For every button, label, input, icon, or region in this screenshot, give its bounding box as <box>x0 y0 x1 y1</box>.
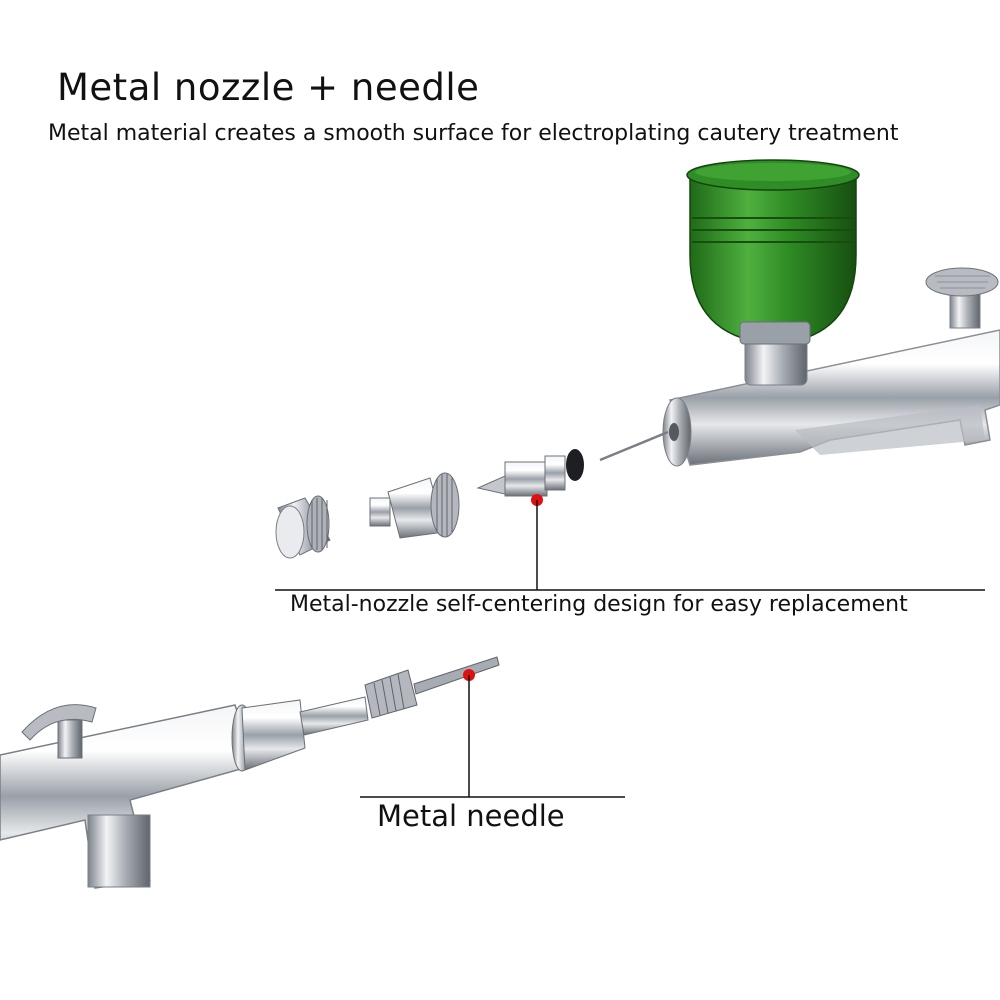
nozzle-callout-leader <box>275 494 985 591</box>
nozzle-callout-label: Metal-nozzle self-centering design for e… <box>290 592 908 617</box>
needle-callout-label: Metal needle <box>377 799 565 833</box>
trigger-icon <box>21 704 97 759</box>
needle-chuck <box>364 669 418 719</box>
airbrush-top <box>599 159 1000 467</box>
nozzle-cap <box>275 495 331 559</box>
nozzle-body <box>369 472 460 539</box>
needle-callout-leader <box>360 669 625 798</box>
page-subtitle: Metal material creates a smooth surface … <box>48 121 899 146</box>
page-title: Metal nozzle + needle <box>57 66 480 109</box>
nozzle-tip <box>476 449 584 497</box>
trigger-icon <box>925 267 999 329</box>
paint-cup <box>686 159 860 345</box>
airbrush-bottom <box>0 656 500 889</box>
